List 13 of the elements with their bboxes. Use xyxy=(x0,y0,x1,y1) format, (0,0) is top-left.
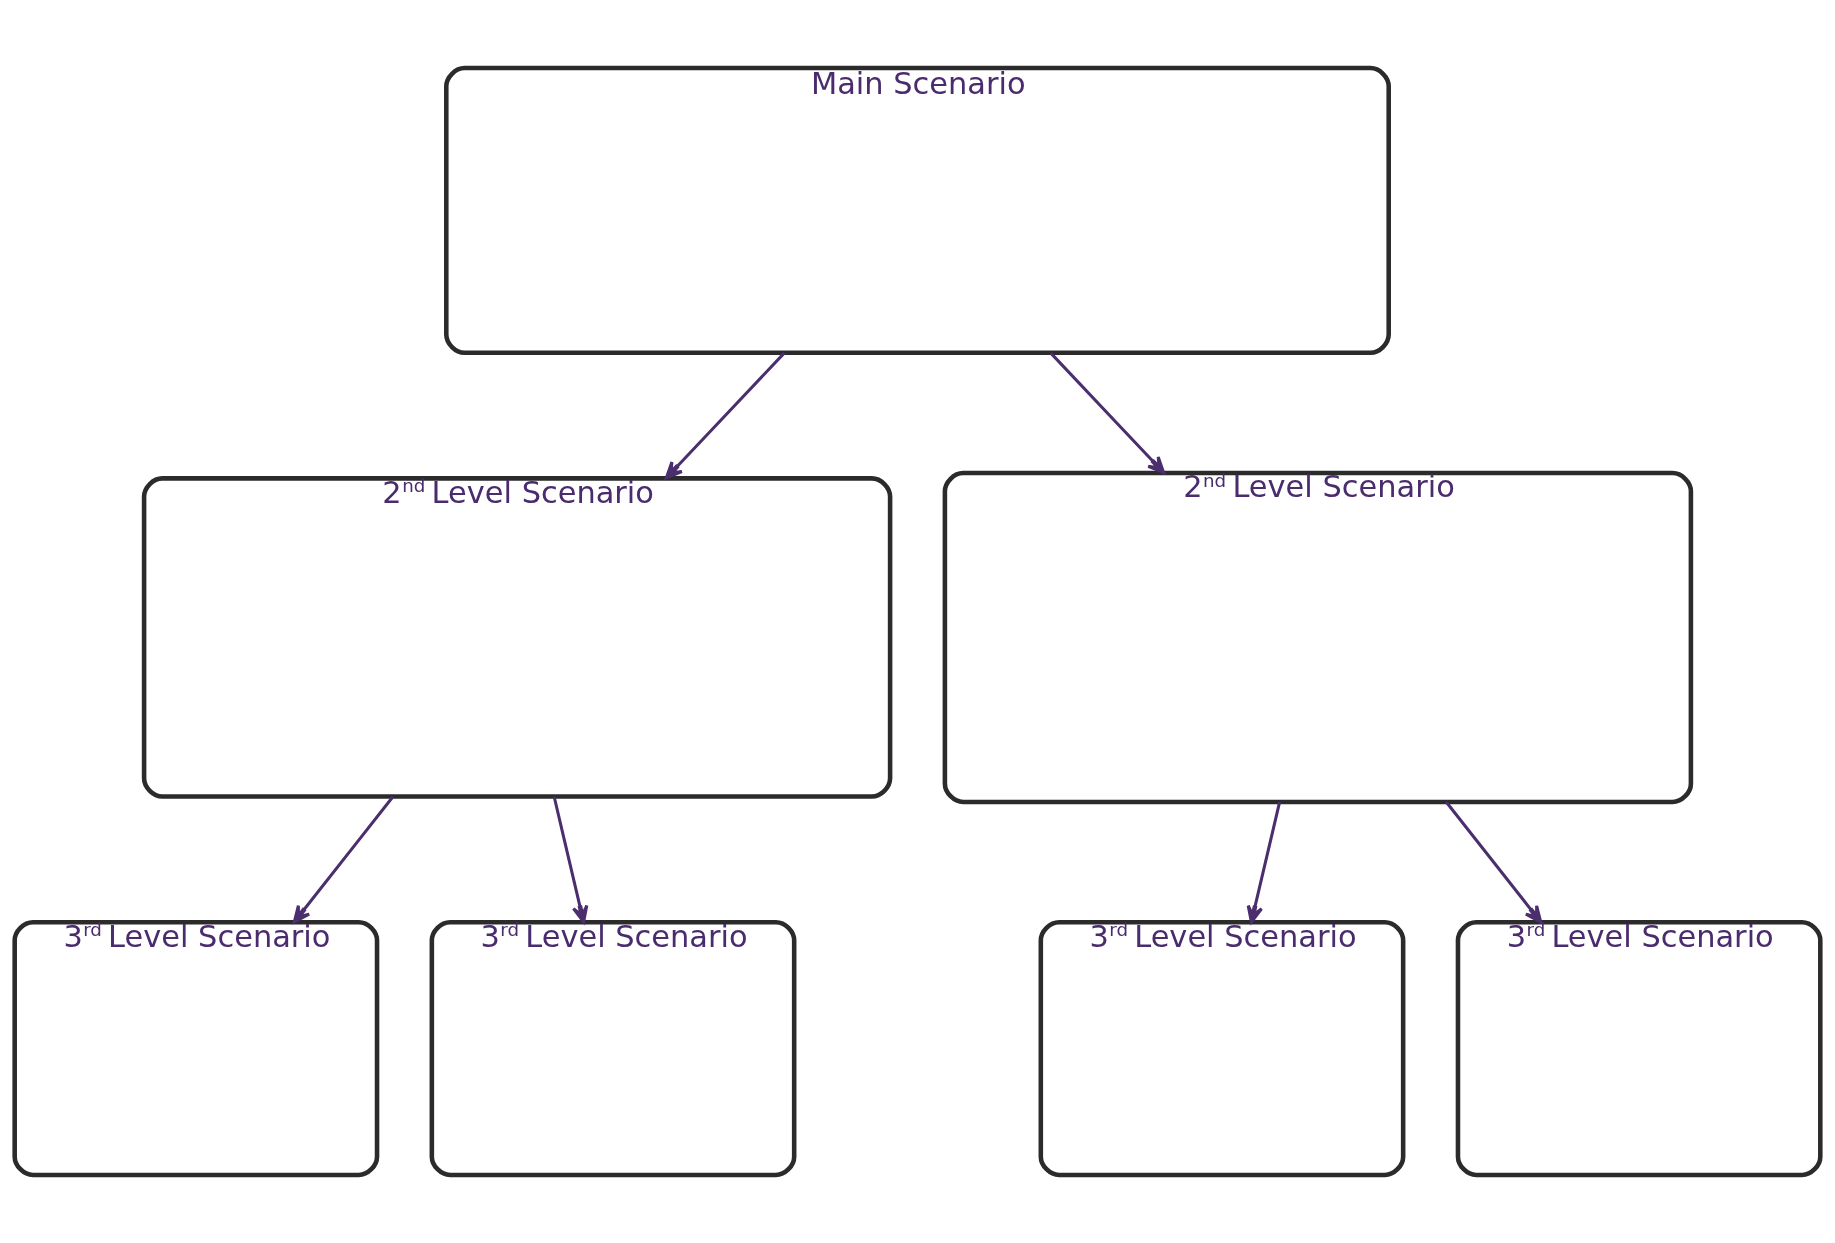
node-box: 3$^{rd}$ Level Scenario xyxy=(429,919,797,1178)
arrow xyxy=(1246,801,1282,924)
node-box: 3$^{rd}$ Level Scenario xyxy=(1038,919,1406,1178)
arrow xyxy=(664,352,786,480)
node-box: 3$^{rd}$ Level Scenario xyxy=(1455,919,1823,1178)
arrow xyxy=(552,796,589,924)
arrow xyxy=(292,795,395,924)
node-box: 3$^{rd}$ Level Scenario xyxy=(12,919,380,1178)
node-box: Main Scenario xyxy=(444,65,1391,356)
node-box: 2$^{nd}$ Level Scenario xyxy=(942,470,1694,805)
arrow xyxy=(1445,801,1543,924)
arrow xyxy=(1049,352,1166,475)
node-box: 2$^{nd}$ Level Scenario xyxy=(141,476,893,799)
